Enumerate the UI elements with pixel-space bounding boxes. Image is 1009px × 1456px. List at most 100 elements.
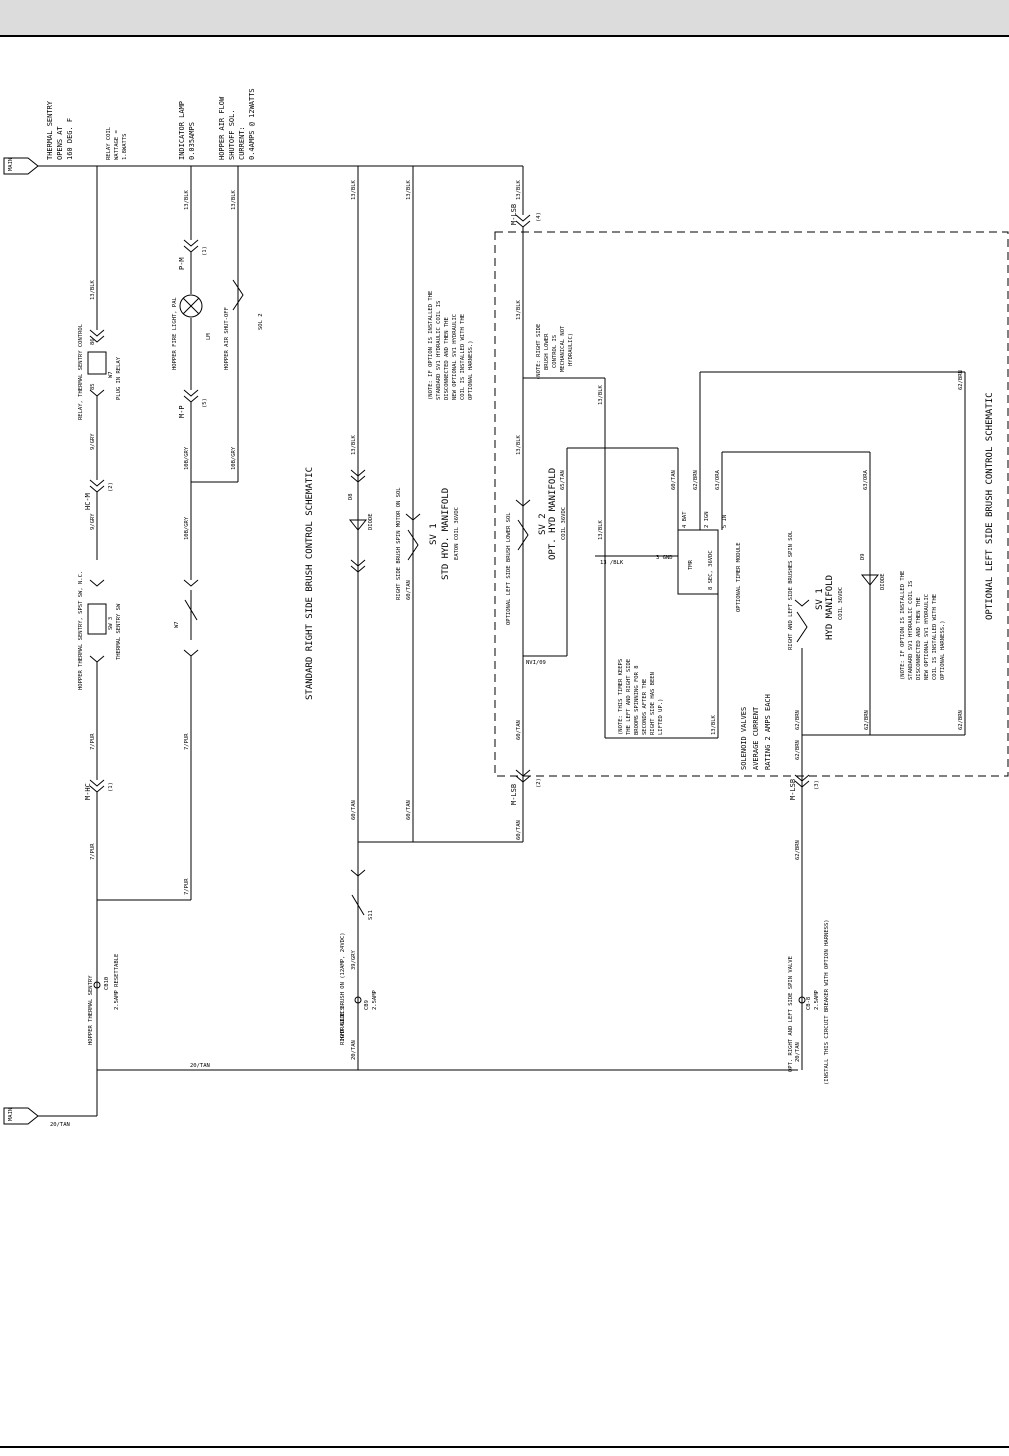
main-bottom-tag	[3, 1107, 39, 1125]
rl-spin-label: RIGHT AND LEFT SIDE BRUSHES SPIN SOL	[788, 530, 794, 650]
svg-text:NVI/09: NVI/09	[526, 660, 546, 666]
svg-text:65/TAN: 65/TAN	[560, 470, 566, 490]
svg-text:CB9: CB9	[364, 1000, 370, 1010]
svg-text:13/BLK: 13/BLK	[516, 434, 522, 455]
svg-text:(NOTE: IF OPTION IS INSTALLED: (NOTE: IF OPTION IS INSTALLED THE	[900, 571, 906, 680]
svg-text:OPTIONAL HARNESS.): OPTIONAL HARNESS.)	[468, 340, 474, 400]
sv2-label: SV 2 OPT. HYD MANIFOLD COIL 36VDC	[538, 468, 567, 560]
hydraulics-label: HYDRAULICS CB9 2.5AMP	[340, 989, 378, 1040]
svg-text:9/GRY: 9/GRY	[90, 513, 96, 530]
svg-text:STANDARD SV1 HYDRAULIC COIL IS: STANDARD SV1 HYDRAULIC COIL IS	[908, 581, 914, 680]
svg-text:NEW OPTIONAL SV1 HYDRAULIC: NEW OPTIONAL SV1 HYDRAULIC	[924, 594, 930, 680]
svg-text:62/BRN: 62/BRN	[693, 470, 699, 490]
svg-text:HYD MANIFOLD: HYD MANIFOLD	[825, 575, 835, 640]
svg-text:62/BRN: 62/BRN	[795, 840, 801, 860]
svg-text:OPTIONAL HARNESS.): OPTIONAL HARNESS.)	[940, 620, 946, 680]
svg-text:13/BLK: 13/BLK	[598, 519, 604, 540]
rsb-on-label: RIGHT SIDE BRUSH ON (12AMP, 24VDC)	[340, 932, 346, 1045]
svg-text:BRUSH LOWER: BRUSH LOWER	[544, 333, 550, 370]
svg-text:P-M: P-M	[178, 257, 186, 270]
svg-text:CB10: CB10	[104, 977, 110, 990]
air-shutoff-label: HOPPER AIR SHUT-OFF	[224, 307, 230, 370]
svg-text:(1): (1)	[108, 782, 114, 792]
svg-text:HOPPER THERMAL SENTRY: HOPPER THERMAL SENTRY	[88, 975, 94, 1045]
svg-text:13/BLK: 13/BLK	[516, 299, 522, 320]
svg-text:THERMAL SENTRY SW: THERMAL SENTRY SW	[116, 603, 122, 660]
conn-m-p	[183, 389, 199, 403]
svg-text:CONTROL IS: CONTROL IS	[552, 335, 558, 368]
option-box	[494, 231, 1009, 777]
opt-title: OPTIONAL LEFT SIDE BRUSH CONTROL SCHEMAT…	[985, 392, 995, 620]
thermal-sentry-sw	[87, 603, 107, 635]
note-opt: (NOTE: IF OPTION IS INSTALLED THE STANDA…	[900, 571, 946, 680]
svg-text:2.5AMP: 2.5AMP	[814, 989, 820, 1010]
fire-light-label: HOPPER FIRE LIGHT, PAL	[172, 296, 178, 370]
svg-text:M-P: M-P	[178, 405, 186, 418]
svg-text:M-HC: M-HC	[84, 783, 92, 800]
svg-text:CURRENT:: CURRENT:	[238, 126, 246, 160]
relay-w7	[87, 351, 107, 375]
svg-text:STANDARD SV1 HYDRAULIC COIL IS: STANDARD SV1 HYDRAULIC COIL IS	[436, 301, 442, 400]
svg-text:86: 86	[90, 338, 96, 345]
svg-text:TMR: TMR	[688, 559, 694, 570]
svg-text:13/BLK: 13/BLK	[406, 179, 412, 200]
timer-module	[677, 529, 719, 595]
svg-text:DISCONNECTED AND THEN THE: DISCONNECTED AND THEN THE	[444, 317, 450, 400]
svg-text:62/BRN: 62/BRN	[795, 740, 801, 760]
svg-text:(NOTE: RIGHT SIDE: (NOTE: RIGHT SIDE	[536, 324, 542, 380]
svg-text:85: 85	[90, 383, 96, 390]
svg-text:D9: D9	[860, 553, 866, 560]
wire-20tan-bus: 20/TAN	[190, 1063, 210, 1069]
svg-text:RELAY COIL: RELAY COIL	[106, 126, 112, 160]
main-bottom-label: MAIN	[8, 1108, 14, 1121]
svg-text:62/BRN: 62/BRN	[958, 710, 964, 730]
svg-text:(NOTE: THIS TIMER KEEPS: (NOTE: THIS TIMER KEEPS	[618, 659, 624, 735]
svg-text:3 GND: 3 GND	[656, 555, 673, 561]
svg-text:OPT. HYD MANIFOLD: OPT. HYD MANIFOLD	[548, 468, 558, 560]
svg-text:(NOTE: IF OPTION IS INSTALLED: (NOTE: IF OPTION IS INSTALLED THE	[428, 291, 434, 400]
sv1-opt-label: SV 1 HYD MANIFOLD COIL 36VDC	[815, 575, 844, 640]
svg-text:63/ORA: 63/ORA	[863, 469, 869, 490]
main-top-label: MAIN	[8, 158, 14, 171]
svg-text:THERMAL SENTRY: THERMAL SENTRY	[46, 100, 54, 160]
svg-text:10B/GRY: 10B/GRY	[184, 516, 190, 540]
opt-lower-label: OPTIONAL LEFT SIDE BRUSH LOWER SOL	[506, 512, 512, 625]
note-lamp: INDICATOR LAMP 0.035AMPS	[178, 101, 196, 160]
svg-text:DIODE: DIODE	[880, 573, 886, 590]
note-mech: (NOTE: RIGHT SIDE BRUSH LOWER CONTROL IS…	[536, 324, 574, 380]
svg-text:7/PUR: 7/PUR	[184, 733, 190, 750]
svg-text:DIODE: DIODE	[368, 513, 374, 530]
svg-text:7/PUR: 7/PUR	[184, 878, 190, 895]
fire-light-lamp	[179, 294, 203, 318]
opt-cb-note: (INSTALL THIS CIRCUIT BREAKER WITH OPTIO…	[824, 919, 830, 1085]
svg-text:COIL IS INSTALLED WITH THE: COIL IS INSTALLED WITH THE	[932, 594, 938, 680]
conn-m-lsb2	[515, 769, 531, 783]
diode-d8	[348, 519, 368, 531]
svg-text:OPTIONAL TIMER MODULE: OPTIONAL TIMER MODULE	[736, 542, 742, 612]
sv1-std-coil	[407, 529, 419, 561]
sv1-opt-coil	[796, 611, 808, 643]
svg-text:60/TAN: 60/TAN	[516, 820, 522, 840]
cb9-breaker	[354, 996, 362, 1004]
svg-text:OPT. RIGHT AND LEFT SIDE SPIN: OPT. RIGHT AND LEFT SIDE SPIN VALVE	[788, 956, 794, 1072]
svg-text:60/TAN: 60/TAN	[406, 580, 412, 600]
svg-text:WATTAGE =: WATTAGE =	[114, 130, 120, 160]
svg-text:62/BRN: 62/BRN	[864, 710, 870, 730]
svg-text:62/BRN: 62/BRN	[795, 710, 801, 730]
svg-text:SW 3: SW 3	[108, 617, 114, 630]
opt-cb-label: OPT. RIGHT AND LEFT SIDE SPIN VALVE CB-8…	[788, 956, 820, 1072]
svg-text:60/TAN: 60/TAN	[351, 800, 357, 820]
diode-d9	[860, 574, 880, 586]
svg-text:13/BLK: 13/BLK	[184, 189, 190, 210]
solenoid-note: SOLENOID VALVES AVERAGE CURRENT RATING 2…	[740, 694, 772, 770]
svg-text:63/ORA: 63/ORA	[715, 469, 721, 490]
svg-text:13/BLK: 13/BLK	[711, 714, 717, 735]
conn-m-hc	[89, 779, 105, 793]
svg-text:20/TAN: 20/TAN	[351, 1040, 357, 1060]
svg-text:60/TAN: 60/TAN	[516, 720, 522, 740]
svg-text:2.5AMP: 2.5AMP	[372, 989, 378, 1010]
svg-text:10B/GRY: 10B/GRY	[231, 446, 237, 470]
svg-text:THE LEFT AND RIGHT SIDE: THE LEFT AND RIGHT SIDE	[626, 659, 632, 735]
svg-text:COIL IS INSTALLED WITH THE: COIL IS INSTALLED WITH THE	[460, 314, 466, 400]
svg-text:BROOMS SPINNING FOR 8: BROOMS SPINNING FOR 8	[634, 665, 640, 735]
